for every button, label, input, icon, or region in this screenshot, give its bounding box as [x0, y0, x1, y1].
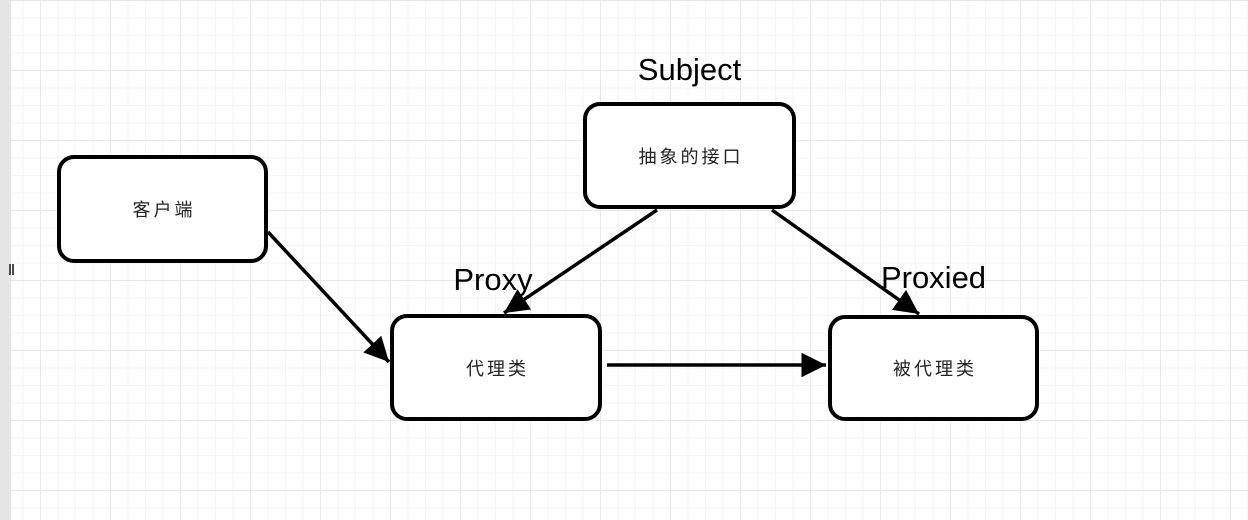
label-subject[interactable]: Subject — [637, 52, 742, 87]
node-label: 客户端 — [132, 200, 196, 221]
left-panel-strip — [0, 0, 11, 520]
label-proxied[interactable]: Proxied — [880, 260, 987, 295]
node-label: 代理类 — [466, 358, 529, 380]
handle-bar — [9, 264, 11, 275]
node-client[interactable]: 客户端 — [57, 155, 268, 263]
node-label: 抽象的接口 — [638, 146, 744, 168]
node-proxy[interactable]: 代理类 — [390, 314, 602, 421]
node-label: 被代理类 — [893, 359, 977, 380]
label-proxy[interactable]: Proxy — [453, 262, 533, 297]
node-proxied[interactable]: 被代理类 — [828, 315, 1039, 421]
node-subject[interactable]: 抽象的接口 — [583, 102, 796, 209]
arrow-subject-to-proxied[interactable] — [770, 208, 921, 316]
handle-bar — [12, 264, 14, 275]
arrow-subject-to-proxy[interactable] — [503, 208, 658, 315]
panel-collapse-handle-icon[interactable] — [9, 264, 14, 275]
arrow-client-to-proxy[interactable] — [266, 230, 391, 364]
